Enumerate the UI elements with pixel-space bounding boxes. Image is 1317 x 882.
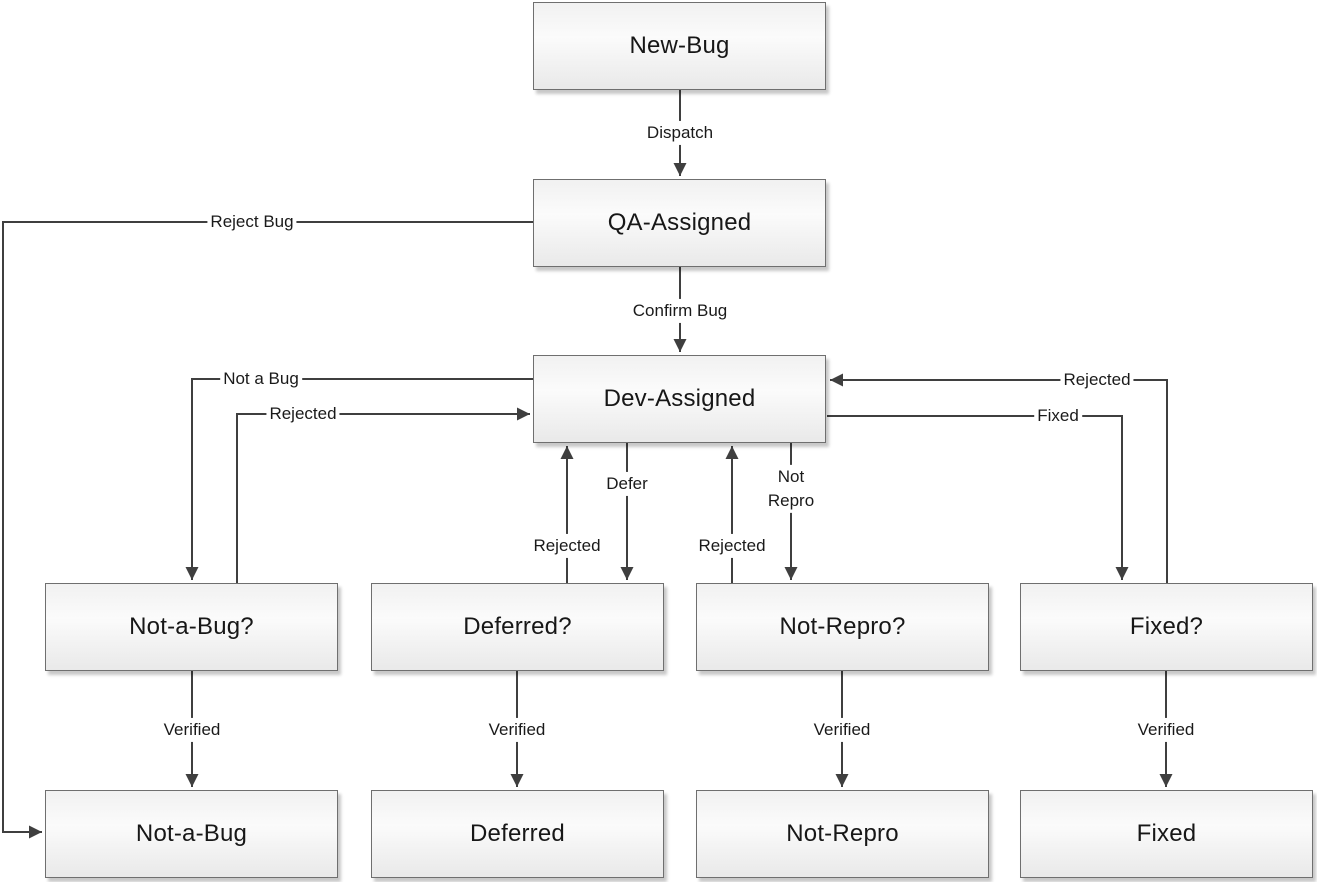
edge-reject-bug-line — [2, 221, 533, 839]
edge-label-defer: Defer — [603, 471, 651, 497]
edge-label-line: Not a Bug — [223, 368, 299, 388]
node-deferred-final: Deferred — [371, 790, 664, 878]
edge-label-line: Not — [777, 466, 805, 486]
edge-label-verified-deferred: Verified — [485, 717, 549, 743]
node-fixed-final: Fixed — [1020, 790, 1313, 878]
node-not-repro-final: Not-Repro — [696, 790, 989, 878]
edge-label-verified-not-a-bug: Verified — [160, 717, 224, 743]
node-label-fixed-final: Fixed — [1136, 820, 1197, 847]
node-label-dev-assigned: Dev-Assigned — [603, 385, 756, 412]
node-new-bug: New-Bug — [533, 2, 826, 90]
edge-label-line: Verified — [488, 719, 546, 739]
edge-label-line: Repro — [767, 491, 815, 510]
node-label-new-bug: New-Bug — [629, 32, 730, 59]
node-label-deferred-check: Deferred? — [463, 613, 572, 640]
node-fixed-check: Fixed? — [1020, 583, 1313, 671]
edge-label-line: Dispatch — [646, 122, 714, 142]
node-not-a-bug-check: Not-a-Bug? — [45, 583, 338, 671]
node-label-not-repro-final: Not-Repro — [786, 820, 899, 847]
edge-fixed-line — [827, 415, 1129, 580]
edge-label-line: Verified — [1137, 719, 1195, 739]
edge-label-line: Rejected — [269, 403, 337, 423]
edge-label-line: Rejected — [533, 535, 601, 555]
edge-label-reject-bug: Reject Bug — [207, 209, 297, 235]
edge-label-line: Rejected — [1063, 369, 1131, 389]
edge-label-line: Verified — [813, 719, 871, 739]
edge-label-fixed: Fixed — [1034, 403, 1082, 429]
edge-not-a-bug-line — [185, 378, 533, 580]
node-label-qa-assigned: QA-Assigned — [607, 209, 752, 236]
node-dev-assigned: Dev-Assigned — [533, 355, 826, 443]
edge-label-line: Reject Bug — [210, 211, 294, 231]
node-label-deferred-final: Deferred — [470, 820, 565, 847]
edge-label-rejected-deferred: Rejected — [530, 533, 604, 559]
edge-label-confirm-bug: Confirm Bug — [629, 298, 731, 324]
edge-rejected-fixed-line — [830, 373, 1168, 583]
edge-label-line: Verified — [163, 719, 221, 739]
edge-label-rejected-fixed: Rejected — [1060, 367, 1134, 393]
edge-label-rejected-not-a-bug: Rejected — [266, 401, 340, 427]
node-qa-assigned: QA-Assigned — [533, 179, 826, 267]
node-label-not-repro-check: Not-Repro? — [779, 613, 906, 640]
edge-label-line: Confirm Bug — [632, 300, 728, 320]
node-label-fixed-check: Fixed? — [1129, 613, 1204, 640]
edge-label-not-a-bug: Not a Bug — [220, 366, 302, 392]
node-not-repro-check: Not-Repro? — [696, 583, 989, 671]
edge-label-line: Defer — [606, 473, 648, 493]
edge-rejected-not-a-bug-line — [236, 407, 530, 583]
edge-label-line: Fixed — [1037, 405, 1079, 425]
edge-label-line: Rejected — [698, 535, 766, 555]
edge-label-dispatch: Dispatch — [643, 120, 717, 146]
node-deferred-check: Deferred? — [371, 583, 664, 671]
node-label-not-a-bug-final: Not-a-Bug — [135, 820, 248, 847]
edge-label-verified-not-repro: Verified — [810, 717, 874, 743]
edge-label-verified-fixed: Verified — [1134, 717, 1198, 743]
node-label-not-a-bug-check: Not-a-Bug? — [129, 613, 254, 640]
node-not-a-bug-final: Not-a-Bug — [45, 790, 338, 878]
edge-label-rejected-not-repro: Rejected — [695, 533, 769, 559]
